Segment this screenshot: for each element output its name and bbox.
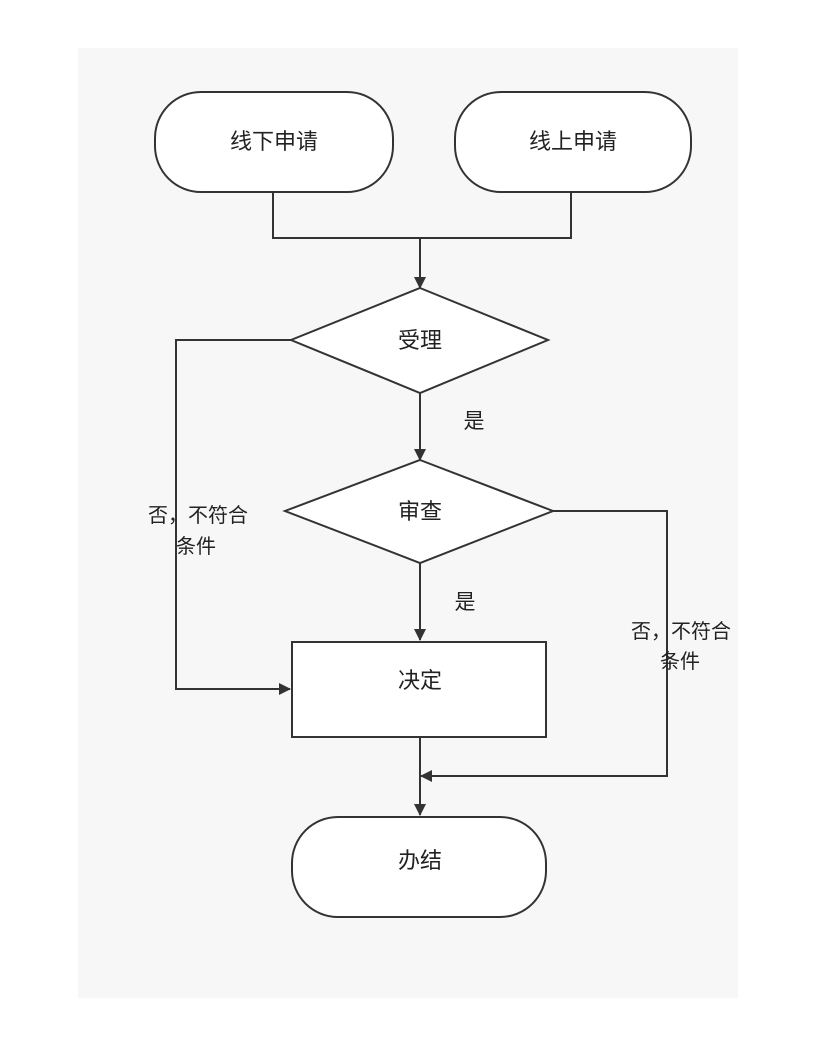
edge-label-accept-yes: 是 bbox=[464, 409, 485, 433]
node-offline-apply-label: 线下申请 bbox=[230, 130, 318, 155]
node-review bbox=[282, 458, 556, 565]
node-online-apply-label: 线上申请 bbox=[529, 130, 617, 155]
node-complete bbox=[291, 816, 547, 918]
node-decision bbox=[291, 641, 547, 738]
node-accept bbox=[288, 286, 551, 395]
node-complete-label: 办结 bbox=[398, 849, 442, 874]
edge-label-review-no-line1: 否，不符合 bbox=[631, 619, 731, 643]
edge-label-review-no-line2: 条件 bbox=[660, 649, 700, 673]
node-accept-label: 受理 bbox=[398, 329, 442, 354]
node-review-label: 审查 bbox=[398, 500, 442, 525]
node-offline-apply bbox=[154, 91, 394, 193]
edge-label-review-yes: 是 bbox=[455, 590, 476, 614]
connector-review-no bbox=[420, 510, 668, 782]
edge-label-accept-no-line1: 否，不符合 bbox=[148, 503, 248, 527]
connectors bbox=[175, 192, 668, 816]
node-online-apply bbox=[454, 91, 692, 193]
edge-label-accept-no-line2: 条件 bbox=[176, 534, 216, 558]
connector-accept-no bbox=[175, 339, 291, 695]
node-decision-label: 决定 bbox=[398, 669, 442, 694]
connector-offline-merge bbox=[272, 192, 572, 239]
